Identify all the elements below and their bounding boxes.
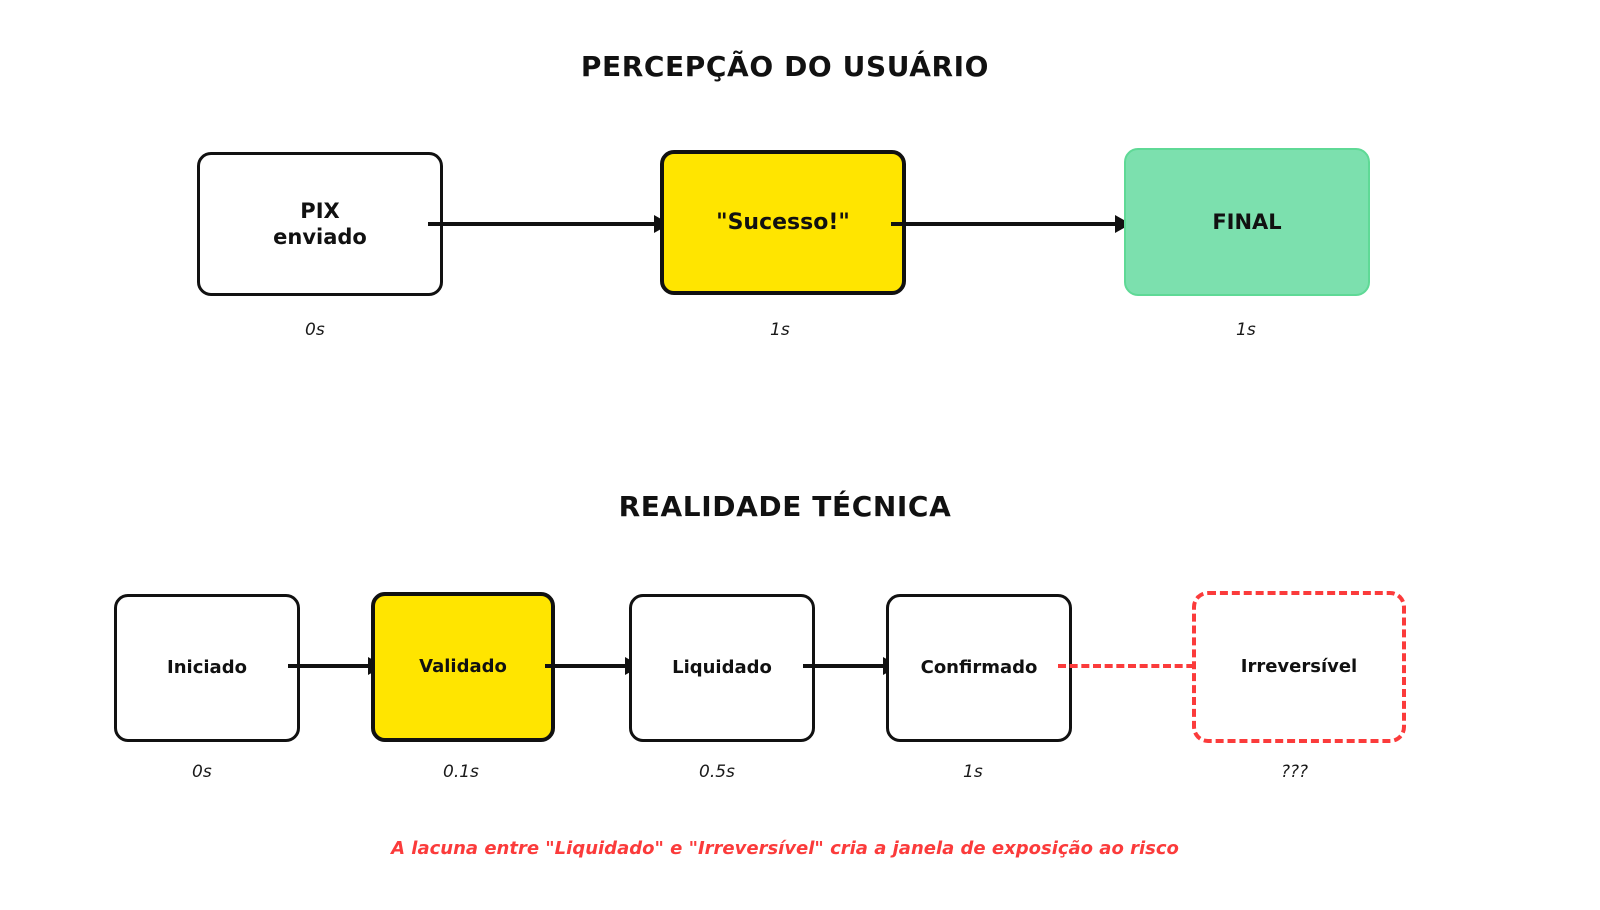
time-label-final: 1s [1236,320,1256,340]
risk-window-footnote: A lacuna entre "Liquidado" e "Irreversív… [391,838,1179,859]
arrow-shaft [803,664,885,668]
node-sucesso[interactable]: "Sucesso!" [660,150,906,295]
arrow-shaft-dashed [1058,664,1206,668]
time-label-irreversivel: ??? [1281,762,1309,782]
time-label-confirmado: 1s [963,762,983,782]
section-title-reality: REALIDADE TÉCNICA [618,490,952,523]
node-label: Liquidado [672,656,772,678]
section-title-perception: PERCEPÇÃO DO USUÁRIO [580,50,990,83]
time-label-pix-enviado: 0s [305,320,325,340]
time-label-validado: 0.1s [443,762,479,782]
time-label-iniciado: 0s [192,762,212,782]
node-pix-enviado[interactable]: PIX enviado [197,152,443,296]
node-liquidado[interactable]: Liquidado [629,594,815,742]
time-label-sucesso: 1s [770,320,790,340]
node-label: "Sucesso!" [716,209,850,235]
node-final[interactable]: FINAL [1124,148,1370,296]
node-iniciado[interactable]: Iniciado [114,594,300,742]
node-validado[interactable]: Validado [371,592,555,742]
node-label: Validado [419,655,507,677]
arrow-shaft [891,222,1117,226]
node-label: Irreversível [1240,655,1358,677]
arrow-shaft [545,664,627,668]
node-confirmado[interactable]: Confirmado [886,594,1072,742]
node-label: PIX enviado [273,198,367,249]
node-label: FINAL [1212,209,1282,234]
arrow-shaft [288,664,370,668]
node-label: Iniciado [167,656,247,678]
time-label-liquidado: 0.5s [699,762,735,782]
node-irreversivel[interactable]: Irreversível [1192,591,1406,743]
node-label: Confirmado [920,656,1038,678]
arrow-shaft [428,222,656,226]
